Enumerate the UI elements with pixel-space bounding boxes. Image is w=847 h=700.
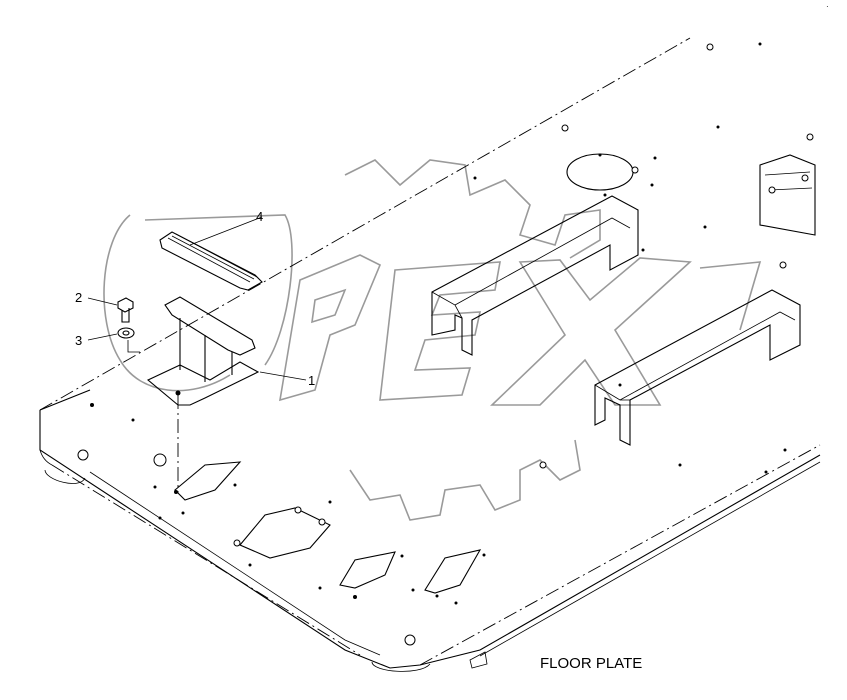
callout-2: 2	[75, 290, 82, 305]
leader-lines	[87, 216, 307, 381]
bolt-part-2	[117, 297, 134, 323]
pedal-pad-part-4	[159, 231, 263, 291]
floor-plate	[39, 37, 821, 672]
callout-1: 1	[308, 373, 315, 388]
callout-4: 4	[256, 209, 263, 224]
pedal-bracket-part-1	[146, 296, 260, 493]
callout-3: 3	[75, 333, 82, 348]
side-component-partial	[759, 154, 816, 236]
washer-part-3	[117, 327, 140, 353]
opex-watermark-logo	[103, 159, 762, 521]
diagram-caption: FLOOR PLATE	[540, 655, 642, 672]
corner-mark: ·	[826, 2, 829, 11]
channel-bracket-upper	[431, 195, 639, 356]
channel-bracket-lower	[594, 289, 801, 446]
